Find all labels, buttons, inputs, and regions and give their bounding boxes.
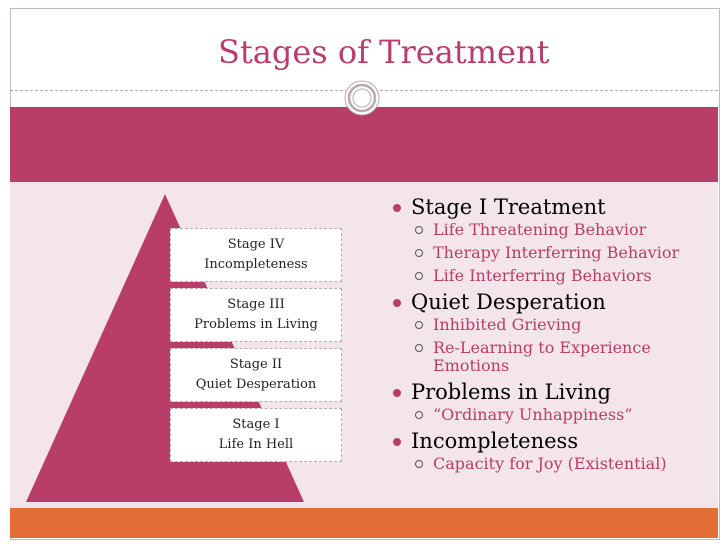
bullet-item: Quiet Desperation <box>393 290 713 315</box>
ring-bullet-icon <box>415 411 423 419</box>
ring-bullet-icon <box>415 249 423 257</box>
bullet-item: Stage I Treatment <box>393 195 713 220</box>
ring-bullet-icon <box>415 321 423 329</box>
sub-bullet-item: Life Threatening Behavior <box>393 221 713 239</box>
bullet-item: Problems in Living <box>393 380 713 405</box>
accent-band <box>10 107 718 182</box>
bullet-list: Stage I Treatment Life Threatening Behav… <box>393 195 713 478</box>
pyramid-stage-4: Stage IV Incompleteness <box>170 228 342 282</box>
stage-number: Stage I <box>232 417 280 432</box>
ring-bullet-icon <box>415 344 423 352</box>
pyramid-stage-1: Stage I Life In Hell <box>170 408 342 462</box>
stage-number: Stage IV <box>227 237 285 252</box>
stage-number: Stage II <box>229 357 283 372</box>
sub-bullet-item: Inhibited Grieving <box>393 316 713 334</box>
ring-bullet-icon <box>415 460 423 468</box>
bullet-item: Incompleteness <box>393 429 713 454</box>
sub-bullet-item: “Ordinary Unhappiness” <box>393 406 713 424</box>
circle-ornament-icon <box>344 80 380 116</box>
stage-number: Stage III <box>227 297 285 312</box>
sub-bullet-item: Re-Learning to Experience Emotions <box>393 339 683 375</box>
sub-bullet-item: Capacity for Joy (Existential) <box>393 455 713 473</box>
footer-bar <box>10 508 718 538</box>
ring-bullet-icon <box>415 226 423 234</box>
stage-name: Problems in Living <box>194 317 318 332</box>
ring-bullet-icon <box>415 272 423 280</box>
title-area: Stages of Treatment <box>10 10 718 91</box>
pyramid-stage-2: Stage II Quiet Desperation <box>170 348 342 402</box>
stage-name: Quiet Desperation <box>195 377 317 392</box>
sub-bullet-item: Therapy Interferring Behavior <box>393 244 713 262</box>
pyramid-stage-3: Stage III Problems in Living <box>170 288 342 342</box>
slide-title: Stages of Treatment <box>218 33 550 71</box>
sub-bullet-item: Life Interferring Behaviors <box>393 267 713 285</box>
stage-name: Life In Hell <box>218 437 294 452</box>
stage-name: Incompleteness <box>204 257 308 272</box>
